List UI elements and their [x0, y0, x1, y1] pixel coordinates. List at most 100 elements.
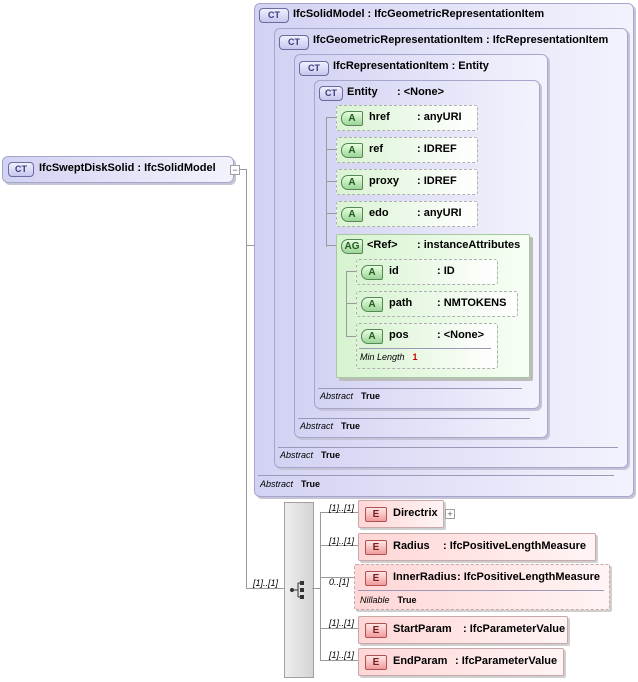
sequence-cardinality: [1]..[1]	[253, 578, 279, 588]
sequence-icon	[290, 581, 304, 599]
divider	[359, 348, 491, 349]
type-label-entity: Entity	[347, 86, 378, 98]
element-icon: E	[365, 540, 387, 555]
attribute-name: path	[389, 297, 413, 309]
element-icon: E	[365, 655, 387, 670]
attribute-group-icon: AG	[341, 239, 363, 254]
element-directrix[interactable]: E Directrix	[358, 500, 444, 528]
attribute-icon: A	[341, 111, 363, 126]
connector-attr-pos	[346, 336, 356, 337]
attribute-type: : NMTOKENS	[437, 297, 507, 309]
attribute-type: : anyURI	[417, 207, 462, 219]
ct-icon: CT	[8, 162, 34, 177]
ct-plus-icon: CT	[299, 61, 329, 76]
divider	[298, 418, 530, 419]
connector-attr-ref	[326, 149, 336, 150]
type-value-entity: : <None>	[397, 86, 445, 98]
element-icon: E	[365, 571, 387, 586]
element-name: Directrix	[393, 507, 438, 519]
attribute-href[interactable]: A href : anyURI	[336, 105, 478, 131]
attribute-type: : <None>	[437, 329, 485, 341]
connector-attr-edo	[326, 213, 336, 214]
attribute-edo[interactable]: A edo : anyURI	[336, 201, 478, 227]
element-name: EndParam	[393, 655, 448, 667]
attribute-name: proxy	[369, 175, 399, 187]
attribute-group-name: <Ref>	[367, 239, 398, 251]
attribute-name: href	[369, 111, 390, 123]
connector-el-innerradius	[320, 577, 354, 578]
collapse-icon[interactable]: −	[230, 165, 240, 175]
attribute-icon: A	[361, 265, 383, 280]
attribute-path[interactable]: A path : NMTOKENS	[356, 291, 518, 317]
connector-group-v	[346, 271, 347, 337]
root-type-label: IfcSweptDiskSolid : IfcSolidModel	[39, 162, 216, 174]
divider	[358, 590, 604, 591]
connector-seq-v	[320, 512, 321, 660]
ct-icon: CT	[319, 86, 343, 101]
divider	[318, 388, 522, 389]
element-name: Radius	[393, 540, 430, 552]
attribute-id[interactable]: A id : ID	[356, 259, 498, 285]
connector-el-endparam	[320, 660, 358, 661]
connector-seq-out	[312, 588, 320, 589]
attribute-name: edo	[369, 207, 389, 219]
connector-root-h	[238, 169, 246, 170]
divider	[258, 475, 614, 476]
attribute-type: : IDREF	[417, 175, 457, 187]
connector-el-directrix	[320, 512, 358, 513]
element-cardinality: [1]..[1]	[329, 650, 355, 660]
element-radius[interactable]: E Radius : IfcPositiveLengthMeasure	[358, 533, 596, 561]
connector-root-v	[246, 169, 247, 589]
connector-el-startparam	[320, 628, 358, 629]
attribute-icon: A	[341, 143, 363, 158]
connector-attr-group	[326, 245, 336, 246]
attribute-icon: A	[361, 297, 383, 312]
attribute-type: : ID	[437, 265, 455, 277]
attribute-name: ref	[369, 143, 384, 155]
root-type-box[interactable]: CT IfcSweptDiskSolid : IfcSolidModel	[2, 156, 234, 183]
expand-icon[interactable]: +	[445, 509, 455, 519]
element-innerradius[interactable]: E InnerRadius : IfcPositiveLengthMeasure…	[354, 564, 610, 610]
element-cardinality: [1]..[1]	[329, 503, 355, 513]
connector-attr-id	[346, 271, 356, 272]
element-cardinality: 0..[1]	[329, 577, 350, 587]
type-label-geom-rep-item: IfcGeometricRepresentationItem : IfcRepr…	[313, 34, 609, 46]
element-type: : IfcPositiveLengthMeasure	[457, 571, 601, 583]
element-name: StartParam	[393, 623, 452, 635]
type-label-rep-item: IfcRepresentationItem : Entity	[333, 60, 489, 72]
attribute-type: : IDREF	[417, 143, 457, 155]
element-cardinality: [1]..[1]	[329, 536, 355, 546]
element-startparam[interactable]: E StartParam : IfcParameterValue	[358, 616, 568, 644]
element-endparam[interactable]: E EndParam : IfcParameterValue	[358, 648, 564, 676]
ct-plus-icon: CT	[279, 35, 309, 50]
element-cardinality: [1]..[1]	[329, 618, 355, 628]
attribute-proxy[interactable]: A proxy : IDREF	[336, 169, 478, 195]
connector-attr-path	[346, 303, 356, 304]
element-icon: E	[365, 623, 387, 638]
ct-plus-icon: CT	[259, 8, 289, 23]
connector-el-radius	[320, 545, 358, 546]
connector-seq	[246, 588, 284, 589]
connector-attr-proxy	[326, 181, 336, 182]
attribute-icon: A	[341, 207, 363, 222]
element-type: : IfcParameterValue	[455, 655, 558, 667]
divider	[278, 447, 618, 448]
element-type: : IfcParameterValue	[463, 623, 566, 635]
attribute-name: id	[389, 265, 399, 277]
attribute-type: : anyURI	[417, 111, 462, 123]
attribute-group-type: : instanceAttributes	[417, 239, 521, 251]
element-name: InnerRadius	[393, 571, 457, 583]
attribute-icon: A	[361, 329, 383, 344]
sequence-compositor[interactable]	[284, 502, 314, 678]
attribute-name: pos	[389, 329, 409, 341]
connector-attributes-v	[326, 117, 327, 247]
attribute-ref[interactable]: A ref : IDREF	[336, 137, 478, 163]
type-label-solid-model: IfcSolidModel : IfcGeometricRepresentati…	[293, 8, 545, 20]
